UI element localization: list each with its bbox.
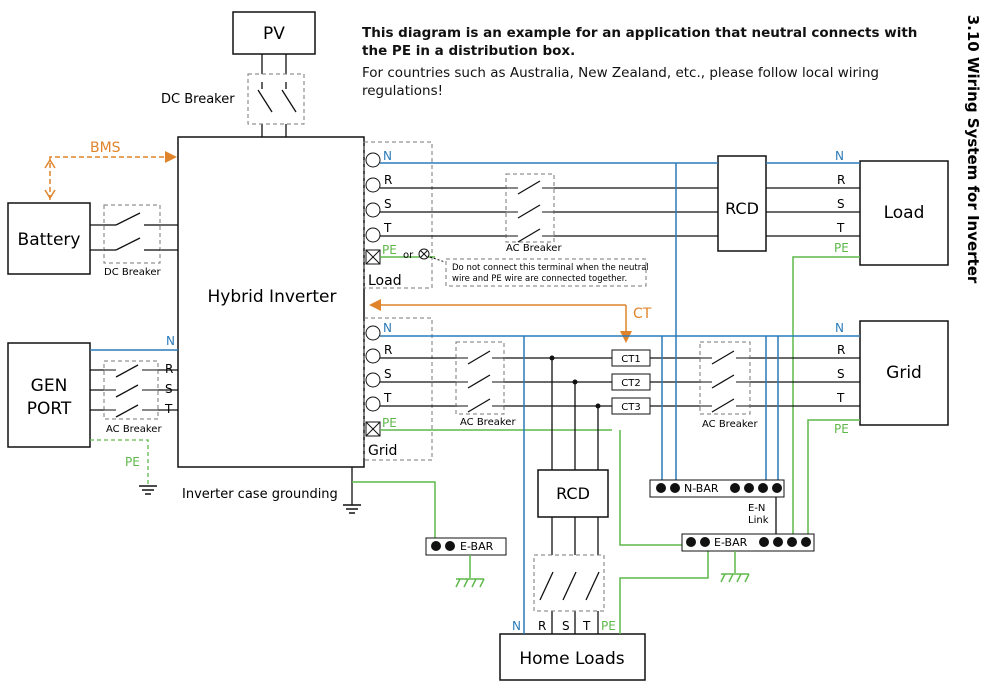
home-loads-box: Home Loads [499,633,646,681]
application-note: This diagram is an example for an applic… [362,24,922,100]
e-bar-right: E-BAR [681,533,815,583]
load-terminal-block: Load [363,141,433,289]
inverter-label: Hybrid Inverter [208,287,337,307]
home-s-label: S [562,619,570,633]
battery-label: Battery [18,230,81,250]
grid-r-label: R [384,343,392,357]
grid-out-s-label: S [837,367,845,381]
gen-r-label: R [165,362,173,376]
ct-link: CT [369,299,652,343]
grid-box: Grid [859,320,949,426]
pv-label: PV [263,24,285,44]
grid-n-label: N [383,321,392,335]
load-pe-label: PE [382,243,397,257]
battery-wiring: DC Breaker [90,204,178,278]
gen-n-label: N [166,334,175,348]
inverter-ground-label: Inverter case grounding [182,487,338,502]
warning-line-1: Do not connect this terminal when the ne… [452,263,649,273]
load-out-pe-label: PE [834,241,849,255]
grid-s-label: S [384,367,392,381]
rcd-bottom-box: RCD [537,469,609,518]
load-t-label: T [383,221,392,235]
grid-out-pe-label: PE [834,422,849,436]
load-out-n-label: N [835,149,844,163]
load-out-t-label: T [836,221,845,235]
load-terminal-label: Load [368,273,402,289]
grid-label: Grid [886,363,922,383]
bms-link: BMS [44,140,177,200]
ac-breaker-gen-label: AC Breaker [106,424,162,435]
load-out-r-label: R [837,173,845,187]
ct1-label: CT1 [621,354,640,365]
gen-port-label-2: PORT [27,399,72,419]
en-link-label-2: Link [748,515,769,526]
ac-breaker-grid-left-label: AC Breaker [460,417,516,428]
ct1-sensor: CT1 [611,349,651,367]
n-bar-label: N-BAR [684,482,719,495]
e-bar-right-label: E-BAR [714,536,748,549]
dc-breaker-top: DC Breaker [161,54,305,137]
home-n-label: N [512,619,521,633]
e-bar-left-label: E-BAR [460,540,494,553]
ac-breaker-load-label: AC Breaker [506,243,562,254]
e-bar-left: E-BAR [425,537,507,588]
warning-line-2: wire and PE wire are connected together. [452,274,627,284]
load-n-label: N [383,149,392,163]
inverter-grounding: Inverter case grounding [182,467,436,538]
gen-pe-label: PE [125,455,140,469]
gen-s-label: S [165,382,173,396]
ac-breaker-grid-right-label: AC Breaker [702,419,758,430]
grid-wiring: N N R S T R S T AC Breaker AC Breaker CT… [380,321,860,540]
battery-box: Battery [7,202,91,275]
gen-port-wiring: N R S T AC Breaker PE [90,334,178,495]
rcd-bottom-feeds: N R S T PE [512,355,709,634]
gen-port-box: GEN PORT [7,342,91,448]
dc-breaker-top-label: DC Breaker [161,92,235,107]
grid-out-t-label: T [836,391,845,405]
neutral-drops [523,163,779,634]
n-bar: N-BAR E-N Link [649,479,785,538]
grid-t-label: T [383,391,392,405]
ct3-sensor: CT3 [611,397,651,415]
load-r-label: R [384,173,392,187]
gen-port-label-1: GEN [31,376,68,396]
load-label: Load [884,203,925,223]
grid-out-n-label: N [835,321,844,335]
pv-box: PV [232,11,316,55]
ct-label: CT [633,306,652,322]
warning-note: Do not connect this terminal when the ne… [445,258,649,287]
ct3-label: CT3 [621,402,640,413]
bms-label: BMS [90,140,121,156]
rcd-top-box: RCD [717,155,767,252]
rcd-top-label: RCD [725,199,759,218]
home-pe-label: PE [601,619,616,633]
gen-t-label: T [164,402,173,416]
pe-or-label: or [403,250,414,261]
grid-terminal-label: Grid [368,443,397,459]
hybrid-inverter-box: Hybrid Inverter [177,136,365,468]
en-link-label-1: E-N [748,503,765,514]
ct2-sensor: CT2 [611,373,651,391]
home-t-label: T [582,619,591,633]
dc-breaker-battery-label: DC Breaker [104,267,161,278]
ct2-label: CT2 [621,378,640,389]
load-box: Load [859,160,949,266]
grid-out-r-label: R [837,343,845,357]
grid-pe-label: PE [382,416,397,430]
load-wiring: N N R S T R S T AC Breaker PE or PE [380,149,860,535]
note-line-1: This diagram is an example for an applic… [362,25,918,59]
grid-terminal-block: Grid [363,317,433,461]
load-s-label: S [384,197,392,211]
home-r-label: R [538,619,546,633]
rcd-bottom-label: RCD [556,484,590,503]
home-loads-label: Home Loads [519,649,624,669]
load-out-s-label: S [837,197,845,211]
note-line-2: For countries such as Australia, New Zea… [362,65,879,99]
